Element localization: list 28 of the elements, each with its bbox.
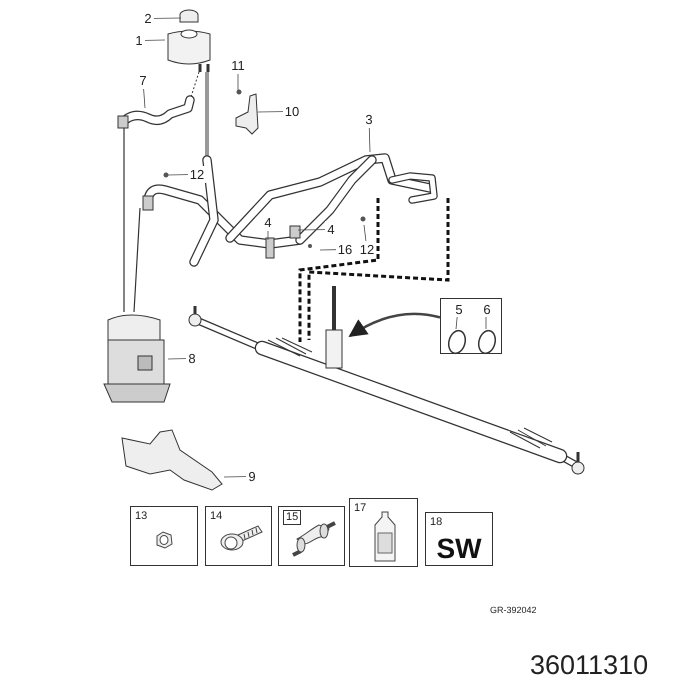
leader-line [456,316,458,330]
callout-number: 17 [354,502,366,515]
leader-line [258,111,284,112]
leader-line [144,40,166,41]
leader-line [364,224,366,242]
leader-line [298,229,326,230]
callout-number: 15 [283,510,302,525]
callout-number: 12 [188,166,206,183]
leader-line [154,18,182,19]
leader-line [224,476,246,478]
leader-line [168,174,188,176]
callout-number: 14 [210,510,222,523]
leader-line [168,358,186,360]
part-code: SW [435,533,483,565]
callout-number: 13 [135,510,148,523]
drawing-reference: GR-392042 [490,605,537,615]
part-box [349,498,418,567]
leader-line [368,128,370,152]
part-box [130,506,198,566]
arrow [348,312,440,338]
callout-number: 18 [430,516,442,529]
leader-line [320,249,336,250]
part-box [205,506,272,566]
leader-line [143,88,146,108]
part-box [425,512,493,566]
part-number: 36011310 [530,650,648,681]
detail-box [440,298,502,354]
part-box [278,506,345,566]
